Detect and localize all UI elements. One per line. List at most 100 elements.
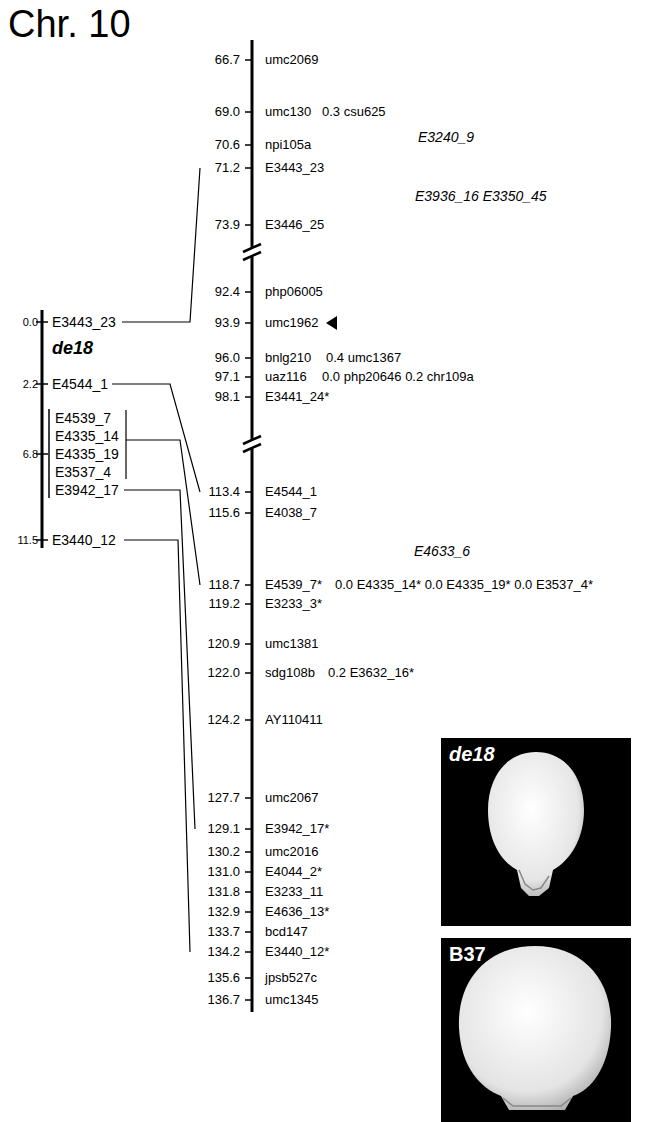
- marker-name: E3440_12: [52, 532, 116, 548]
- marker-name: E4335_19: [55, 446, 119, 462]
- position-number: 98.1: [215, 389, 240, 405]
- position-number: 122.0: [207, 665, 240, 681]
- position-number: 133.7: [207, 924, 240, 940]
- tick-marks: [36, 322, 48, 540]
- position-number: 124.2: [207, 712, 240, 728]
- marker-name: umc1962: [265, 315, 318, 331]
- leader-line: [126, 440, 200, 585]
- marker-name: E3446_25: [265, 217, 324, 233]
- marker-note: 0.3 csu625: [322, 104, 386, 120]
- marker-name: E4038_7: [265, 505, 317, 521]
- leader-line: [124, 540, 190, 952]
- kernel-shape: [488, 752, 584, 896]
- marker-name: bnlg210: [265, 350, 311, 366]
- position-number: 73.9: [215, 217, 240, 233]
- marker-name: E4544_1: [265, 484, 317, 500]
- connector-lines: [112, 168, 200, 952]
- marker-name: E3537_4: [55, 464, 111, 480]
- unplaced-marker: E3936_16 E3350_45: [415, 188, 547, 204]
- kernel-tip: [503, 1098, 571, 1106]
- position-number: 131.8: [207, 884, 240, 900]
- marker-name: npi105a: [265, 137, 311, 153]
- panel-label: de18: [449, 742, 495, 766]
- unplaced-marker: E4633_6: [414, 543, 470, 559]
- right-map: [243, 40, 261, 1012]
- marker-name: E4636_13*: [265, 904, 329, 920]
- marker-name: bcd147: [265, 924, 308, 940]
- marker-name: umc130: [265, 104, 311, 120]
- position-number: 93.9: [215, 315, 240, 331]
- leader-line: [112, 384, 200, 492]
- marker-name: uaz116: [265, 369, 307, 385]
- position-number: 131.0: [207, 864, 240, 880]
- marker-name: jpsb527c: [265, 970, 317, 986]
- left-map: [36, 310, 126, 548]
- position-number: 92.4: [215, 284, 240, 300]
- marker-triangle: [326, 316, 337, 330]
- position-number: 135.6: [207, 970, 240, 986]
- marker-name: E3443_23: [265, 160, 324, 176]
- kernel-tip: [519, 870, 549, 890]
- marker-note: 0.4 umc1367: [326, 350, 401, 366]
- position-number: 119.2: [208, 596, 240, 612]
- marker-name: php06005: [265, 284, 323, 300]
- marker-name: E3233_3*: [265, 596, 322, 612]
- position-number: 69.0: [215, 104, 240, 120]
- marker-name: E4044_2*: [265, 864, 322, 880]
- position-number: 0.0: [23, 314, 38, 330]
- position-number: 2.2: [23, 376, 38, 392]
- panel-label: B37: [449, 942, 486, 966]
- marker-name: AY110411: [265, 712, 323, 728]
- photo-panel: de18: [441, 738, 631, 926]
- position-number: 129.1: [207, 821, 240, 837]
- chromosome-axis: [251, 40, 254, 1012]
- axis-break: [243, 436, 261, 452]
- marker-name: E4539_7*: [265, 577, 322, 593]
- tick-marks: [245, 60, 252, 1000]
- locus-name: de18: [52, 338, 93, 358]
- marker-name: E3942_17: [55, 482, 119, 498]
- position-number: 118.7: [208, 577, 240, 593]
- position-number: 6.8: [23, 446, 38, 462]
- marker-name: E3233_11: [265, 884, 323, 900]
- position-number: 96.0: [215, 350, 240, 366]
- position-number: 70.6: [215, 137, 240, 153]
- marker-name: umc2067: [265, 790, 318, 806]
- position-number: 97.1: [215, 369, 240, 385]
- unplaced-marker: E3240_9: [418, 129, 474, 145]
- marker-name: umc2069: [265, 52, 318, 68]
- marker-name: sdg108b: [265, 665, 315, 681]
- marker-name: E4544_1: [52, 376, 108, 392]
- position-number: 120.9: [207, 636, 240, 652]
- leader-line: [122, 168, 200, 322]
- axis-break: [243, 244, 261, 260]
- position-number: 115.6: [208, 505, 240, 521]
- position-number: 66.7: [215, 52, 240, 68]
- chromosome-axis: [41, 310, 44, 548]
- marker-name: umc2016: [265, 844, 318, 860]
- marker-name: E3942_17*: [265, 821, 329, 837]
- marker-note: 0.0 E4335_14* 0.0 E4335_19* 0.0 E3537_4*: [335, 577, 593, 593]
- marker-note: 0.2 E3632_16*: [328, 665, 414, 681]
- marker-name: umc1381: [265, 636, 318, 652]
- group-bracket: [125, 410, 126, 479]
- wildtype-kernel: [441, 938, 631, 1122]
- figure-title: Chr. 10: [8, 2, 131, 46]
- marker-name: E3443_23: [52, 314, 116, 330]
- position-number: 113.4: [208, 484, 240, 500]
- position-number: 136.7: [207, 992, 240, 1008]
- marker-note: 0.0 php20646 0.2 chr109a: [322, 369, 474, 385]
- position-number: 134.2: [207, 944, 240, 960]
- marker-name: E3440_12*: [265, 944, 329, 960]
- position-number: 132.9: [207, 904, 240, 920]
- mutant-kernel: [441, 738, 631, 926]
- position-number: 130.2: [207, 844, 240, 860]
- marker-name: E4539_7: [55, 410, 111, 426]
- position-number: 127.7: [207, 790, 240, 806]
- group-bracket: [48, 409, 50, 498]
- kernel-shape: [459, 946, 611, 1110]
- photo-panel: B37: [441, 938, 631, 1122]
- marker-name: umc1345: [265, 992, 318, 1008]
- marker-name: E4335_14: [55, 428, 119, 444]
